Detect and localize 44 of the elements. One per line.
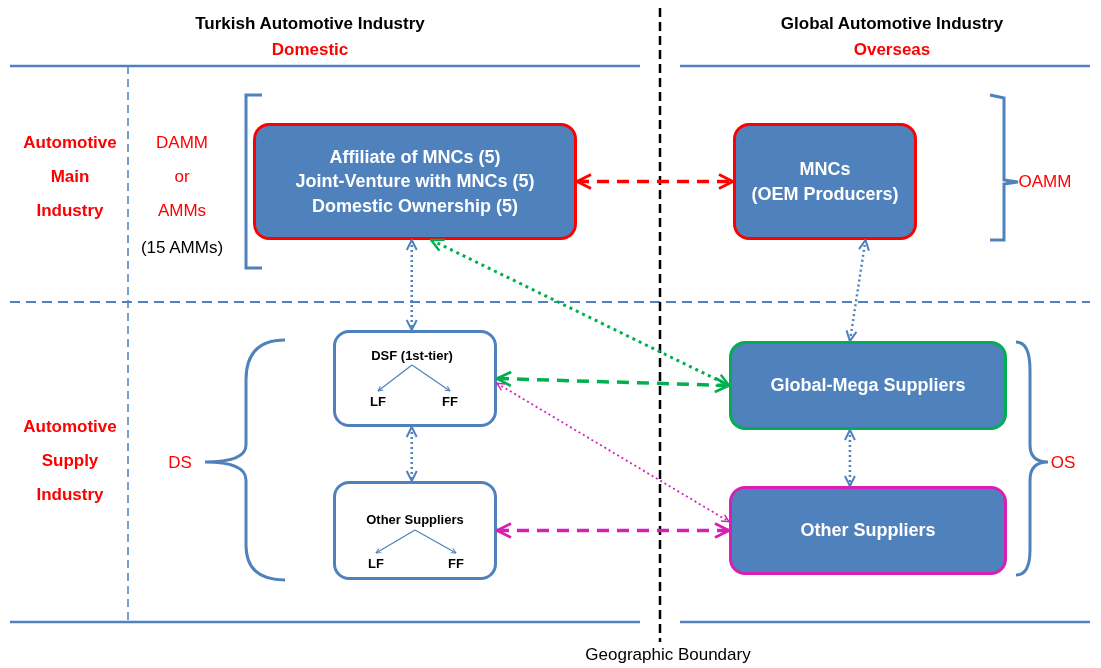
arrow (405, 239, 418, 331)
supplier-label: LF (356, 553, 396, 573)
arrow (411, 364, 451, 392)
box-text: MNCs (798, 158, 852, 182)
industry-box (729, 486, 1007, 575)
arrow (414, 529, 457, 554)
boundary-label: Geographic Boundary (584, 644, 752, 666)
supplier-label: LF (358, 391, 398, 411)
column-heading: Domestic (270, 39, 350, 61)
supplier-label: FF (436, 553, 476, 573)
box-text: Global-Mega Suppliers (769, 374, 967, 398)
box-text: Affiliate of MNCs (5) (328, 146, 502, 170)
arrow (375, 529, 416, 554)
box-text: (OEM Producers) (750, 182, 900, 206)
industry-box (253, 123, 577, 240)
row-label: DAMM or AMMs (155, 132, 209, 222)
arrow (845, 239, 870, 342)
row-label: OS (1049, 452, 1077, 474)
column-heading: Overseas (852, 39, 932, 61)
arrow (405, 426, 418, 482)
column-heading: Turkish Automotive Industry (194, 13, 426, 35)
arrow (495, 522, 731, 539)
supplier-group-box (333, 481, 497, 580)
arrow (495, 370, 731, 394)
row-label: DS (167, 452, 193, 474)
arrow (430, 238, 731, 387)
arrow (843, 429, 856, 487)
supplier-label: FF (430, 391, 470, 411)
column-heading: Global Automotive Industry (779, 13, 1005, 35)
row-label: OAMM (1017, 171, 1073, 193)
arrow (496, 382, 730, 523)
supplier-group-box (333, 330, 497, 427)
arrow (575, 173, 735, 190)
box-text: Other Suppliers (799, 519, 937, 543)
supplier-label: DSF (1st-tier) (352, 345, 472, 365)
row-label: (15 AMMs) (139, 237, 225, 259)
industry-box (733, 123, 917, 240)
box-text: Domestic Ownership (5) (310, 194, 519, 218)
industry-box (729, 341, 1007, 430)
box-text: Joint-Venture with MNCs (5) (294, 170, 536, 194)
supplier-label: Other Suppliers (350, 508, 480, 530)
arrow (377, 364, 413, 392)
row-label: Automotive Main Industry (22, 132, 118, 222)
row-label: Automotive Supply Industry (22, 416, 118, 506)
